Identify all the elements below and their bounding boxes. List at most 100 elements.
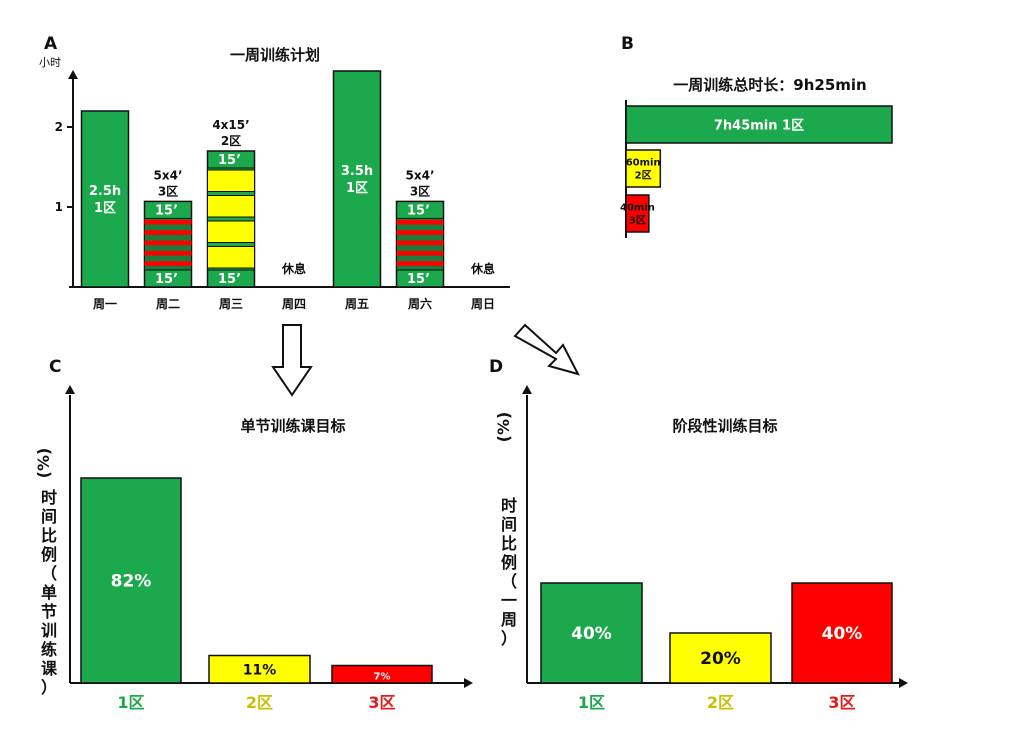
bar-label: 40min bbox=[620, 203, 655, 214]
x-tick-label: 周二 bbox=[156, 297, 180, 311]
bar bbox=[80, 477, 182, 684]
panel-c-title: 单节训练课目标 bbox=[240, 417, 345, 435]
bar-value-label: 40% bbox=[571, 624, 612, 644]
x-tick-label: 周六 bbox=[408, 296, 432, 311]
interval-segment bbox=[207, 246, 255, 269]
y-axis-unit: (%) bbox=[34, 448, 53, 479]
y-tick-label: 1 bbox=[55, 200, 63, 214]
y-axis-label-char: 训 bbox=[41, 621, 57, 640]
bar-label: 7h45min 1区 bbox=[714, 119, 804, 134]
y-axis-label-char: 单 bbox=[41, 583, 57, 602]
bar bbox=[625, 194, 650, 233]
bar-label: 2区 bbox=[221, 134, 241, 148]
y-axis-label-char: 间 bbox=[501, 515, 517, 534]
interval-segment bbox=[396, 240, 444, 246]
bar-label: 60min bbox=[626, 158, 661, 169]
x-tick-label: 1区 bbox=[578, 693, 605, 712]
bar bbox=[332, 70, 382, 288]
down-arrow-icon bbox=[271, 324, 313, 397]
interval-segment bbox=[207, 169, 255, 192]
y-axis-label-char: 周 bbox=[501, 610, 517, 629]
bar bbox=[540, 582, 643, 684]
interval-segment bbox=[396, 230, 444, 235]
bar-label: 2.5h bbox=[89, 184, 121, 199]
segment-label: 15’ bbox=[218, 272, 241, 287]
segment-label: 15’ bbox=[155, 272, 178, 287]
panel-d-title: 阶段性训练目标 bbox=[672, 417, 777, 435]
panel-a-letter: A bbox=[44, 34, 58, 54]
bar bbox=[669, 632, 772, 684]
panel-a-title: 一周训练计划 bbox=[230, 46, 320, 64]
panel-a-chart: 12周一2.5h1区周二15’15’5x4’3区周三15’15’4x15’2区周… bbox=[55, 70, 510, 311]
x-axis-arrow bbox=[899, 678, 908, 688]
bar-label: 休息 bbox=[281, 261, 306, 276]
y-axis-label-char: （ bbox=[501, 572, 517, 591]
y-axis-unit: (%) bbox=[494, 412, 513, 443]
bar-label: 2区 bbox=[635, 170, 652, 182]
x-tick-label: 周日 bbox=[471, 297, 495, 311]
bar-label: 3区 bbox=[158, 184, 178, 198]
bar-label: 3区 bbox=[410, 184, 430, 198]
bar-label: 3.5h bbox=[341, 164, 373, 179]
y-axis-label-char: ） bbox=[501, 629, 517, 648]
x-tick-label: 3区 bbox=[368, 693, 395, 712]
segment-label: 15’ bbox=[407, 203, 430, 218]
y-axis-arrow bbox=[522, 385, 532, 394]
interval-segment bbox=[144, 219, 192, 225]
bar-value-label: 20% bbox=[700, 649, 741, 669]
bar bbox=[625, 149, 662, 188]
bar-value-label: 7% bbox=[374, 671, 391, 682]
y-axis-label-char: 比 bbox=[501, 534, 517, 553]
interval-segment bbox=[144, 230, 192, 235]
bar-value-label: 11% bbox=[243, 662, 277, 678]
x-tick-label: 周五 bbox=[345, 297, 369, 311]
panel-b-letter: B bbox=[621, 34, 634, 54]
interval-segment bbox=[396, 219, 444, 225]
bar-value-label: 82% bbox=[111, 572, 152, 592]
x-tick-label: 2区 bbox=[246, 693, 273, 712]
interval-segment bbox=[396, 261, 444, 266]
bar-label: 休息 bbox=[470, 261, 495, 276]
y-axis-arrow bbox=[65, 385, 75, 394]
y-axis-label-char: 比 bbox=[41, 526, 57, 545]
interval-segment bbox=[144, 250, 192, 256]
interval-segment bbox=[144, 261, 192, 266]
x-axis-arrow bbox=[464, 678, 473, 688]
bar-value-label: 40% bbox=[822, 624, 863, 644]
panel-c-letter: C bbox=[49, 357, 61, 377]
y-axis-arrow bbox=[68, 70, 78, 79]
x-tick-label: 周一 bbox=[93, 297, 117, 311]
bar bbox=[331, 664, 433, 684]
bar-label: 3区 bbox=[629, 215, 646, 227]
panel-b-title: 一周训练总时长：9h25min bbox=[673, 76, 866, 94]
bar-label: 4x15’ bbox=[212, 118, 249, 132]
y-axis-label-char: 例 bbox=[501, 553, 517, 572]
bar bbox=[208, 654, 311, 684]
panel-a-y-unit: 小时 bbox=[39, 56, 61, 69]
bar bbox=[625, 105, 893, 144]
bar-label: 1区 bbox=[94, 201, 116, 216]
panel-d-letter: D bbox=[489, 357, 503, 377]
interval-segment bbox=[207, 195, 255, 218]
segment-label: 15’ bbox=[407, 272, 430, 287]
y-axis-label-char: 课 bbox=[41, 659, 58, 678]
y-axis-label-char: 时 bbox=[501, 496, 517, 515]
x-tick-label: 2区 bbox=[707, 693, 734, 712]
bar-label: 5x4’ bbox=[154, 168, 183, 182]
y-axis-label-char: 一 bbox=[501, 591, 517, 610]
y-axis-label-char: 时 bbox=[41, 488, 57, 507]
bar-label: 1区 bbox=[346, 181, 368, 196]
diagonal-arrow-icon bbox=[513, 323, 580, 376]
x-tick-label: 3区 bbox=[828, 693, 855, 712]
x-tick-label: 周三 bbox=[219, 297, 243, 311]
bar bbox=[80, 110, 130, 288]
bar-label: 5x4’ bbox=[406, 168, 435, 182]
y-axis-label-char: ） bbox=[41, 678, 57, 697]
y-axis-label-char: 例 bbox=[41, 545, 57, 564]
bar bbox=[791, 582, 893, 684]
x-tick-label: 周四 bbox=[282, 297, 306, 311]
